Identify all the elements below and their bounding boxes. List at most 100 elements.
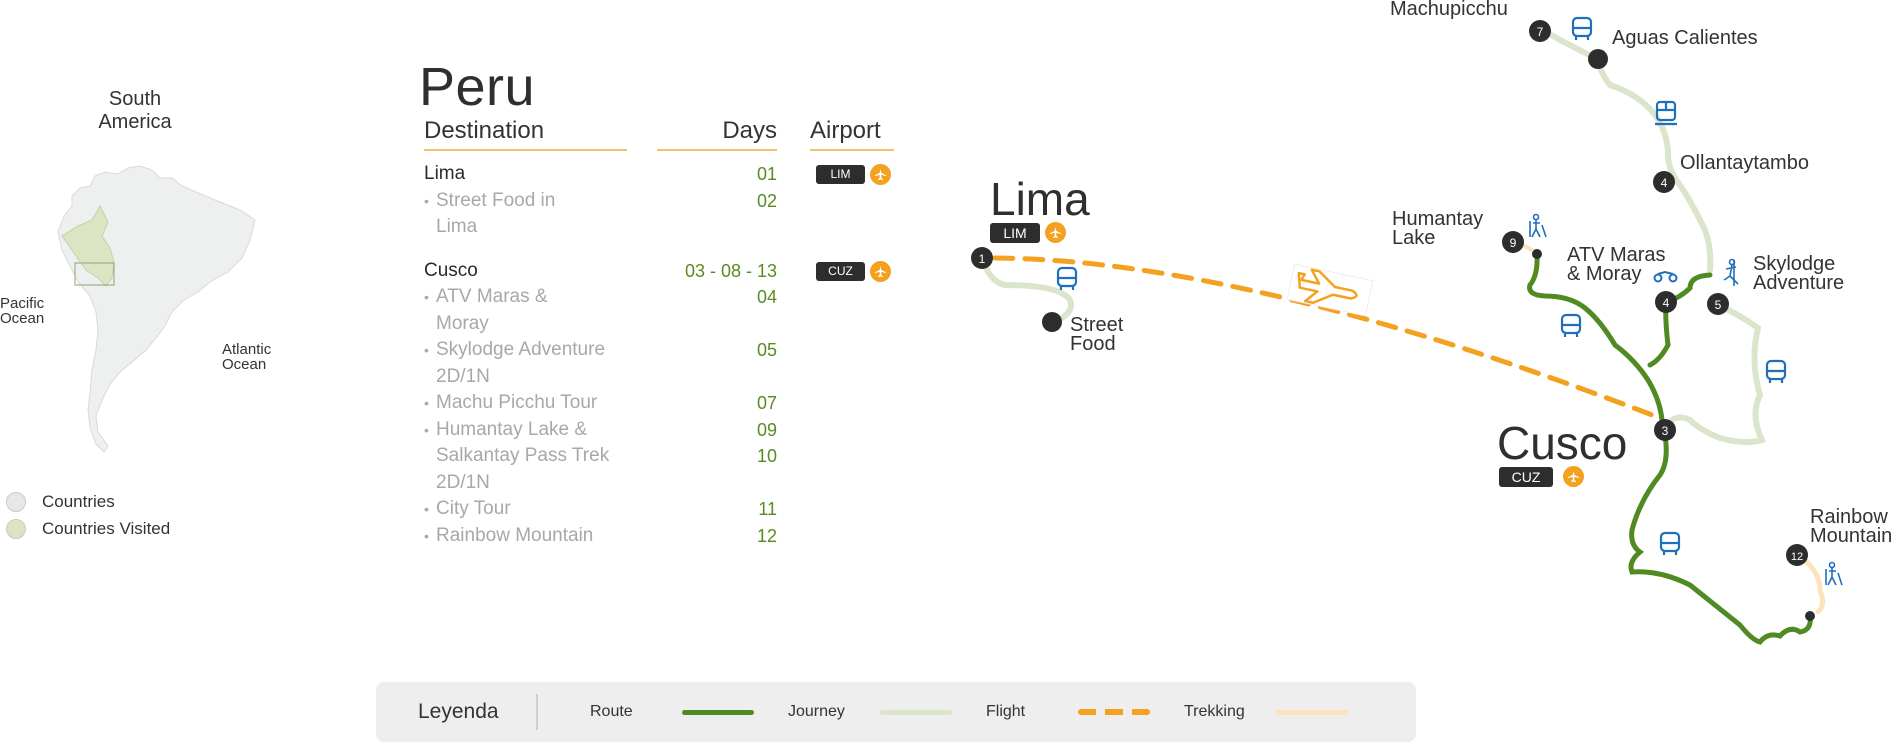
marker-ollantaytambo[interactable]: 4 bbox=[1653, 171, 1675, 193]
map-legend: Leyenda Route Journey Flight Trekking bbox=[376, 682, 1416, 742]
countries-swatch bbox=[6, 491, 26, 512]
activity-days: 07 bbox=[756, 393, 777, 413]
atv-icon bbox=[1653, 270, 1678, 283]
marker-cusco[interactable]: 3 bbox=[1654, 419, 1676, 441]
marker-rainbow[interactable]: 12 bbox=[1786, 544, 1808, 566]
activity-day: 09 bbox=[756, 419, 777, 440]
country-title: Peru bbox=[419, 57, 536, 117]
svg-text:12: 12 bbox=[1791, 551, 1803, 563]
continent-shape bbox=[57, 165, 256, 453]
airplane-icon bbox=[1045, 222, 1066, 243]
activity-row: Skylodge Adventure 2D/1N 05 bbox=[424, 337, 894, 390]
place-label-aguas-calientes: Aguas Calientes bbox=[1612, 27, 1758, 49]
route-cusco-rainbow bbox=[1628, 427, 1813, 645]
legend-item-flight: Flight bbox=[986, 703, 1150, 721]
journey-sacred-valley bbox=[1539, 27, 1714, 273]
south-america-map bbox=[57, 165, 256, 453]
legend-label: Route bbox=[590, 703, 633, 720]
plane-icon bbox=[1286, 263, 1374, 317]
hiker-icon bbox=[1529, 213, 1843, 586]
countries-visited-label: Countries Visited bbox=[42, 518, 171, 538]
pacific-ocean-label: Pacific Ocean bbox=[0, 295, 45, 327]
airport-code: LIM bbox=[816, 165, 865, 184]
marker-machupicchu[interactable]: 7 bbox=[1529, 20, 1551, 42]
airplane-icon bbox=[1563, 466, 1584, 487]
street-food-dot bbox=[1042, 312, 1062, 332]
activity-row: Street Food in Lima 02 bbox=[424, 188, 894, 241]
activity-label: Machu Picchu Tour bbox=[424, 390, 654, 417]
aguas-calientes-dot bbox=[1588, 49, 1608, 69]
marker-humantay[interactable]: 9 bbox=[1502, 231, 1524, 253]
itinerary-table: Lima 01 LIM Street Food in Lima 02 Cusco… bbox=[424, 161, 894, 549]
legend-label: Trekking bbox=[1184, 703, 1245, 720]
activity-days: 09 10 bbox=[657, 417, 777, 470]
legend-title: Leyenda bbox=[418, 700, 499, 723]
city-airport-badge-cusco: CUZ bbox=[1499, 466, 1584, 487]
activity-day: 10 bbox=[756, 446, 777, 466]
airplane-icon bbox=[870, 164, 891, 185]
rainbow-dot bbox=[1805, 611, 1815, 621]
airplane-icon bbox=[870, 260, 891, 282]
header-days: Days bbox=[657, 117, 777, 151]
city-airport-badge-lima: LIM bbox=[990, 222, 1066, 243]
bus-icon bbox=[1056, 16, 1787, 555]
destination-name: Lima bbox=[424, 163, 466, 184]
humantay-dot bbox=[1532, 249, 1542, 259]
continent-title: South America bbox=[98, 88, 172, 133]
marker-skylodge[interactable]: 5 bbox=[1707, 293, 1729, 315]
svg-text:3: 3 bbox=[1662, 424, 1669, 438]
place-label-machupicchu: Machupicchu bbox=[1390, 0, 1508, 20]
place-label-skylodge: Skylodge Adventure bbox=[1753, 253, 1845, 294]
legend-item-route: Route bbox=[590, 703, 754, 721]
activity-label: Street Food in Lima bbox=[424, 188, 599, 241]
journey-swatch bbox=[880, 709, 952, 715]
legend-item-journey: Journey bbox=[788, 703, 952, 721]
activity-row: City Tour 11 bbox=[424, 496, 894, 523]
airport-badge: LIM bbox=[816, 164, 891, 185]
climber-icon bbox=[1723, 258, 1739, 286]
place-label-humantay: Humantay Lake bbox=[1392, 208, 1484, 249]
legend-countries: Countries bbox=[6, 488, 170, 515]
airport-code: LIM bbox=[990, 222, 1040, 243]
activity-days: 12 bbox=[756, 525, 777, 546]
destination-name: Cusco bbox=[424, 259, 478, 281]
activity-row: ATV Maras & Moray 04 bbox=[424, 284, 894, 337]
journey-lima-street-food bbox=[980, 257, 1074, 321]
legend-label: Flight bbox=[986, 703, 1026, 720]
activity-label: Skylodge Adventure 2D/1N bbox=[424, 337, 624, 390]
header-airport: Airport bbox=[810, 117, 894, 151]
svg-text:7: 7 bbox=[1537, 25, 1544, 39]
airport-code: CUZ bbox=[1499, 466, 1553, 487]
countries-legend: Countries Countries Visited bbox=[6, 488, 170, 542]
legend-divider bbox=[536, 694, 538, 730]
airport-badge: CUZ bbox=[816, 260, 891, 282]
countries-label: Countries bbox=[42, 491, 115, 511]
route-atv bbox=[1647, 272, 1713, 368]
legend-countries-visited: Countries Visited bbox=[6, 515, 170, 542]
region-highlight-box bbox=[74, 262, 115, 286]
place-label-street-food: Street Food bbox=[1070, 314, 1124, 355]
activity-row: Humantay Lake & Salkantay Pass Trek 2D/1… bbox=[424, 417, 894, 497]
marker-atv[interactable]: 4 bbox=[1655, 291, 1677, 313]
svg-text:4: 4 bbox=[1661, 176, 1668, 190]
place-label-atv: ATV Maras & Moray bbox=[1567, 244, 1666, 285]
activity-label: Humantay Lake & Salkantay Pass Trek 2D/1… bbox=[424, 417, 624, 497]
marker-lima[interactable]: 1 bbox=[971, 247, 993, 269]
flight-path bbox=[992, 255, 1663, 421]
svg-text:5: 5 bbox=[1715, 298, 1722, 312]
train-icon bbox=[1655, 100, 1677, 126]
legend-item-trekking: Trekking bbox=[1184, 703, 1348, 721]
countries-visited-swatch bbox=[6, 518, 26, 539]
flight-swatch bbox=[1078, 709, 1150, 715]
peru-shape bbox=[61, 204, 115, 287]
journey-skylodge-loop bbox=[1669, 302, 1767, 446]
destination-row-lima: Lima 01 LIM bbox=[424, 161, 894, 188]
destination-days: 03 - 08 - 13 bbox=[684, 260, 777, 281]
activity-days: 04 bbox=[756, 287, 777, 307]
place-label-rainbow: Rainbow Mountain bbox=[1810, 506, 1893, 547]
svg-text:9: 9 bbox=[1510, 236, 1517, 250]
city-label-cusco: Cusco bbox=[1497, 417, 1628, 469]
trek-rainbow bbox=[1804, 559, 1826, 615]
destination-days: 01 bbox=[756, 164, 777, 184]
